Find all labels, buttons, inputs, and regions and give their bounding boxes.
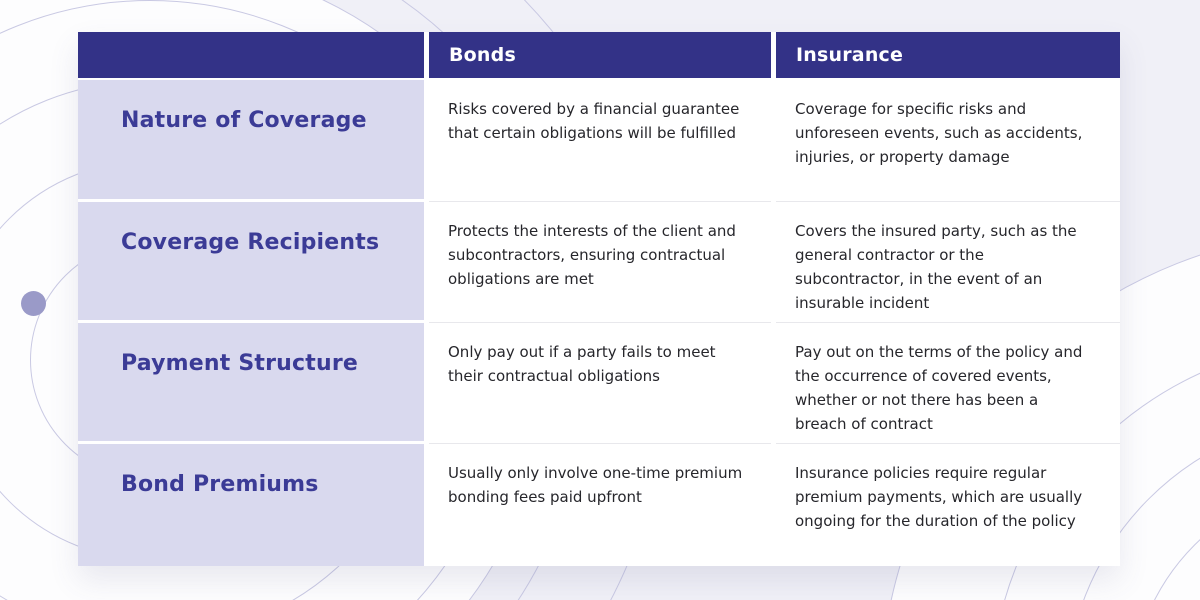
cell-text: Only pay out if a party fails to meet th… [448, 343, 716, 385]
row-label-cell-bond-premiums: Bond Premiums [78, 444, 424, 566]
insurance-cell-payment-structure: Pay out on the terms of the policy and t… [776, 323, 1120, 444]
cell-text: Risks covered by a financial guarantee t… [448, 100, 740, 142]
insurance-cell-nature-of-coverage: Coverage for specific risks and unforese… [776, 80, 1120, 202]
bonds-cell-nature-of-coverage: Risks covered by a financial guarantee t… [429, 80, 771, 202]
comparison-table: Bonds Insurance Nature of Coverage Risks… [78, 32, 1120, 566]
header-cell-insurance: Insurance [776, 32, 1120, 80]
row-label: Payment Structure [121, 351, 358, 376]
insurance-cell-coverage-recipients: Covers the insured party, such as the ge… [776, 202, 1120, 323]
cell-text: Pay out on the terms of the policy and t… [795, 343, 1083, 433]
bonds-cell-coverage-recipients: Protects the interests of the client and… [429, 202, 771, 323]
header-label-bonds: Bonds [449, 44, 516, 66]
row-label: Coverage Recipients [121, 230, 380, 255]
cell-text: Insurance policies require regular premi… [795, 464, 1083, 530]
bonds-cell-payment-structure: Only pay out if a party fails to meet th… [429, 323, 771, 444]
row-label: Nature of Coverage [121, 108, 367, 133]
insurance-cell-bond-premiums: Insurance policies require regular premi… [776, 444, 1120, 566]
row-label-cell-nature-of-coverage: Nature of Coverage [78, 80, 424, 202]
cell-text: Protects the interests of the client and… [448, 222, 736, 288]
cell-text: Usually only involve one-time premium bo… [448, 464, 743, 506]
row-label-cell-coverage-recipients: Coverage Recipients [78, 202, 424, 323]
cell-text: Covers the insured party, such as the ge… [795, 222, 1077, 312]
header-label-insurance: Insurance [796, 44, 904, 66]
header-cell-empty [78, 32, 424, 80]
row-label-cell-payment-structure: Payment Structure [78, 323, 424, 444]
decor-orbit-dot [21, 291, 46, 316]
header-cell-bonds: Bonds [429, 32, 771, 80]
row-label: Bond Premiums [121, 472, 319, 497]
bonds-cell-bond-premiums: Usually only involve one-time premium bo… [429, 444, 771, 566]
cell-text: Coverage for specific risks and unforese… [795, 100, 1083, 166]
